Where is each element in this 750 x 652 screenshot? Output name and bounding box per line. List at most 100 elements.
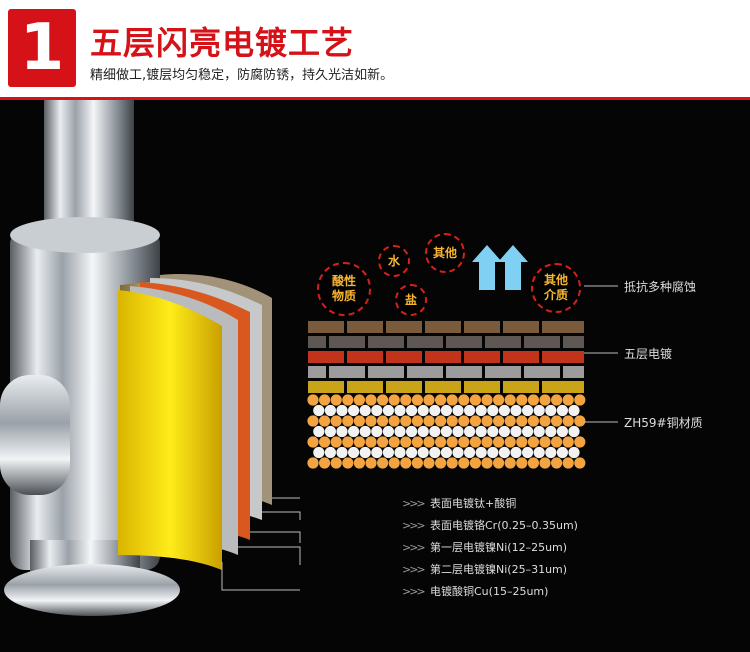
copper-ball bbox=[493, 394, 505, 406]
copper-ball bbox=[435, 457, 447, 469]
copper-ball bbox=[330, 436, 342, 448]
copper-ball bbox=[336, 404, 348, 417]
copper-ball bbox=[574, 415, 586, 427]
page-title: 五层闪亮电镀工艺 bbox=[90, 24, 355, 62]
copper-ball bbox=[510, 446, 522, 459]
copper-ball bbox=[545, 425, 557, 438]
copper-ball bbox=[522, 446, 534, 459]
copper-ball bbox=[539, 436, 551, 448]
copper-ball bbox=[400, 394, 412, 406]
copper-ball bbox=[319, 436, 331, 448]
copper-ball bbox=[353, 415, 365, 427]
copper-ball bbox=[533, 425, 545, 438]
copper-ball bbox=[359, 425, 371, 438]
plating-layer-diagram bbox=[307, 321, 586, 469]
copper-ball bbox=[493, 436, 505, 448]
copper-ball bbox=[504, 436, 516, 448]
copper-ball bbox=[411, 457, 423, 469]
copper-ball bbox=[400, 415, 412, 427]
copper-ball bbox=[527, 415, 540, 427]
copper-ball bbox=[342, 394, 354, 406]
page-subtitle: 精细做工,镀层均匀稳定，防腐防锈，持久光洁如新。 bbox=[90, 68, 394, 83]
copper-ball bbox=[446, 415, 458, 427]
right-leaders bbox=[584, 285, 618, 423]
copper-ball bbox=[522, 404, 534, 417]
copper-ball bbox=[307, 436, 319, 448]
copper-ball bbox=[388, 436, 400, 448]
copper-ball bbox=[504, 457, 516, 469]
copper-ball bbox=[423, 457, 435, 469]
copper-ball bbox=[359, 404, 371, 417]
copper-ball bbox=[481, 457, 493, 469]
copper-ball bbox=[330, 415, 342, 427]
copper-ball bbox=[400, 436, 412, 448]
copper-ball bbox=[527, 457, 540, 469]
copper-ball bbox=[452, 425, 464, 438]
copper-ball bbox=[440, 404, 452, 417]
copper-ball bbox=[307, 415, 319, 427]
bubble-water: 水 bbox=[378, 245, 410, 277]
copper-ball bbox=[481, 415, 493, 427]
copper-ball bbox=[475, 425, 487, 438]
copper-ball bbox=[359, 446, 371, 459]
copper-ball bbox=[365, 415, 377, 427]
copper-ball bbox=[406, 404, 418, 417]
copper-ball bbox=[388, 394, 400, 406]
copper-ball bbox=[446, 457, 458, 469]
copper-ball bbox=[411, 436, 423, 448]
copper-ball bbox=[371, 404, 383, 417]
copper-ball bbox=[394, 404, 406, 417]
copper-ball bbox=[510, 404, 522, 417]
copper-ball bbox=[435, 415, 447, 427]
copper-base-grid bbox=[307, 394, 586, 469]
copper-ball bbox=[330, 394, 342, 406]
copper-ball bbox=[324, 425, 336, 438]
copper-ball bbox=[429, 404, 441, 417]
copper-ball bbox=[475, 446, 487, 459]
copper-ball bbox=[533, 404, 545, 417]
copper-ball bbox=[574, 457, 586, 469]
layer-item: >>>表面电镀钛+酸铜 bbox=[402, 496, 517, 511]
copper-ball bbox=[348, 446, 360, 459]
copper-ball bbox=[394, 446, 406, 459]
copper-ball bbox=[423, 394, 435, 406]
bubble-other-media: 其他介质 bbox=[531, 263, 581, 313]
layer-item: >>>电镀酸铜Cu(15–25um) bbox=[402, 584, 549, 599]
layer-item: >>>第二层电镀镍Ni(25–31um) bbox=[402, 562, 568, 577]
layer-copper bbox=[118, 290, 222, 570]
triple-chevron-icon: >>> bbox=[402, 518, 426, 532]
copper-ball bbox=[371, 425, 383, 438]
copper-ball bbox=[516, 457, 528, 469]
copper-ball bbox=[342, 457, 354, 469]
copper-ball bbox=[469, 415, 481, 427]
copper-ball bbox=[423, 436, 435, 448]
copper-ball bbox=[556, 404, 569, 417]
copper-ball bbox=[336, 446, 348, 459]
copper-ball bbox=[353, 457, 365, 469]
faucet-base bbox=[4, 564, 180, 616]
copper-ball bbox=[353, 394, 365, 406]
copper-ball bbox=[394, 425, 406, 438]
copper-ball bbox=[324, 404, 336, 417]
copper-ball bbox=[440, 446, 452, 459]
bubble-salt: 盐 bbox=[395, 284, 427, 316]
copper-ball bbox=[568, 425, 580, 438]
copper-ball bbox=[406, 425, 418, 438]
copper-ball bbox=[382, 404, 394, 417]
copper-ball bbox=[562, 415, 574, 427]
product-illustration: 酸性物质 水 盐 其他 其他介质 抵抗多种腐蚀 五层电镀 ZH59#铜材质 >>… bbox=[0, 100, 750, 652]
copper-ball bbox=[556, 425, 569, 438]
copper-ball bbox=[574, 436, 586, 448]
label-resist-corrosion: 抵抗多种腐蚀 bbox=[624, 280, 697, 294]
copper-ball bbox=[313, 425, 325, 438]
copper-ball bbox=[371, 446, 383, 459]
layer-item: >>>第一层电镀镍Ni(12–25um) bbox=[402, 540, 568, 555]
copper-ball bbox=[382, 425, 394, 438]
copper-ball bbox=[411, 415, 423, 427]
copper-ball bbox=[539, 415, 551, 427]
copper-ball bbox=[556, 446, 569, 459]
copper-ball bbox=[319, 457, 331, 469]
copper-ball bbox=[469, 436, 481, 448]
copper-ball bbox=[353, 436, 365, 448]
